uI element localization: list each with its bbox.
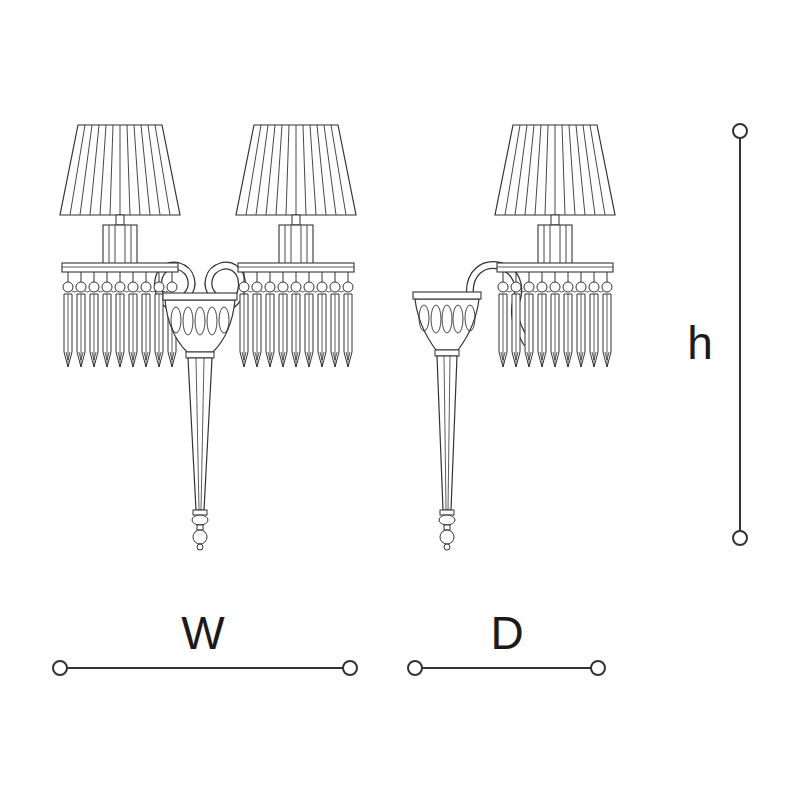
center-cup <box>163 293 237 358</box>
dimension-end <box>343 661 357 675</box>
front-view <box>60 125 356 550</box>
left-lamp <box>60 125 180 367</box>
depth-line <box>415 667 598 669</box>
height-line <box>739 131 741 538</box>
width-line <box>60 667 350 669</box>
side-stem <box>437 356 457 550</box>
side-lamp <box>495 125 615 367</box>
dimension-label: D <box>490 610 523 656</box>
stem <box>188 358 212 550</box>
right-lamp <box>236 125 356 367</box>
dimension-end <box>53 661 67 675</box>
side-view <box>413 125 615 550</box>
dimension-label: h <box>687 320 713 366</box>
side-cup <box>413 292 481 356</box>
dimension-end <box>591 661 605 675</box>
dimension-lines <box>53 124 747 675</box>
dimension-label: W <box>181 610 224 656</box>
dimension-end <box>733 124 747 138</box>
dimension-end <box>408 661 422 675</box>
dimension-end <box>733 531 747 545</box>
